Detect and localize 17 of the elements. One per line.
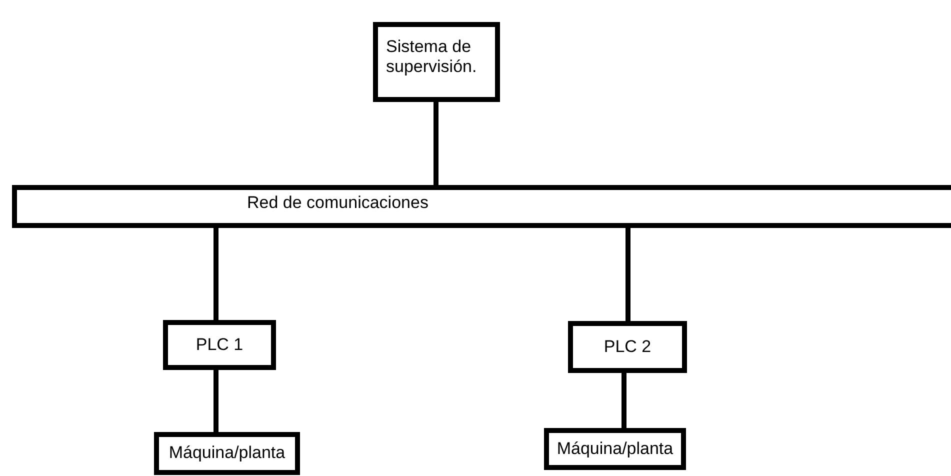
node-label: Máquina/planta bbox=[168, 443, 286, 464]
connector-line bbox=[626, 228, 630, 321]
node-label: PLC 1 bbox=[196, 334, 244, 356]
process-box bbox=[544, 428, 686, 470]
process-box bbox=[568, 321, 687, 373]
network-bar bbox=[12, 185, 951, 228]
node-label: Red de comunicaciones bbox=[247, 193, 428, 214]
node-label: PLC 2 bbox=[604, 336, 652, 358]
node-label: Sistema de supervisión. bbox=[386, 37, 478, 78]
process-box bbox=[373, 22, 500, 102]
node-label: Máquina/planta bbox=[556, 438, 674, 460]
connector-line bbox=[434, 102, 438, 185]
connector-line bbox=[622, 373, 626, 428]
connector-line bbox=[214, 228, 218, 320]
process-box bbox=[154, 432, 300, 475]
process-box bbox=[163, 320, 276, 370]
connector-line bbox=[214, 370, 218, 432]
